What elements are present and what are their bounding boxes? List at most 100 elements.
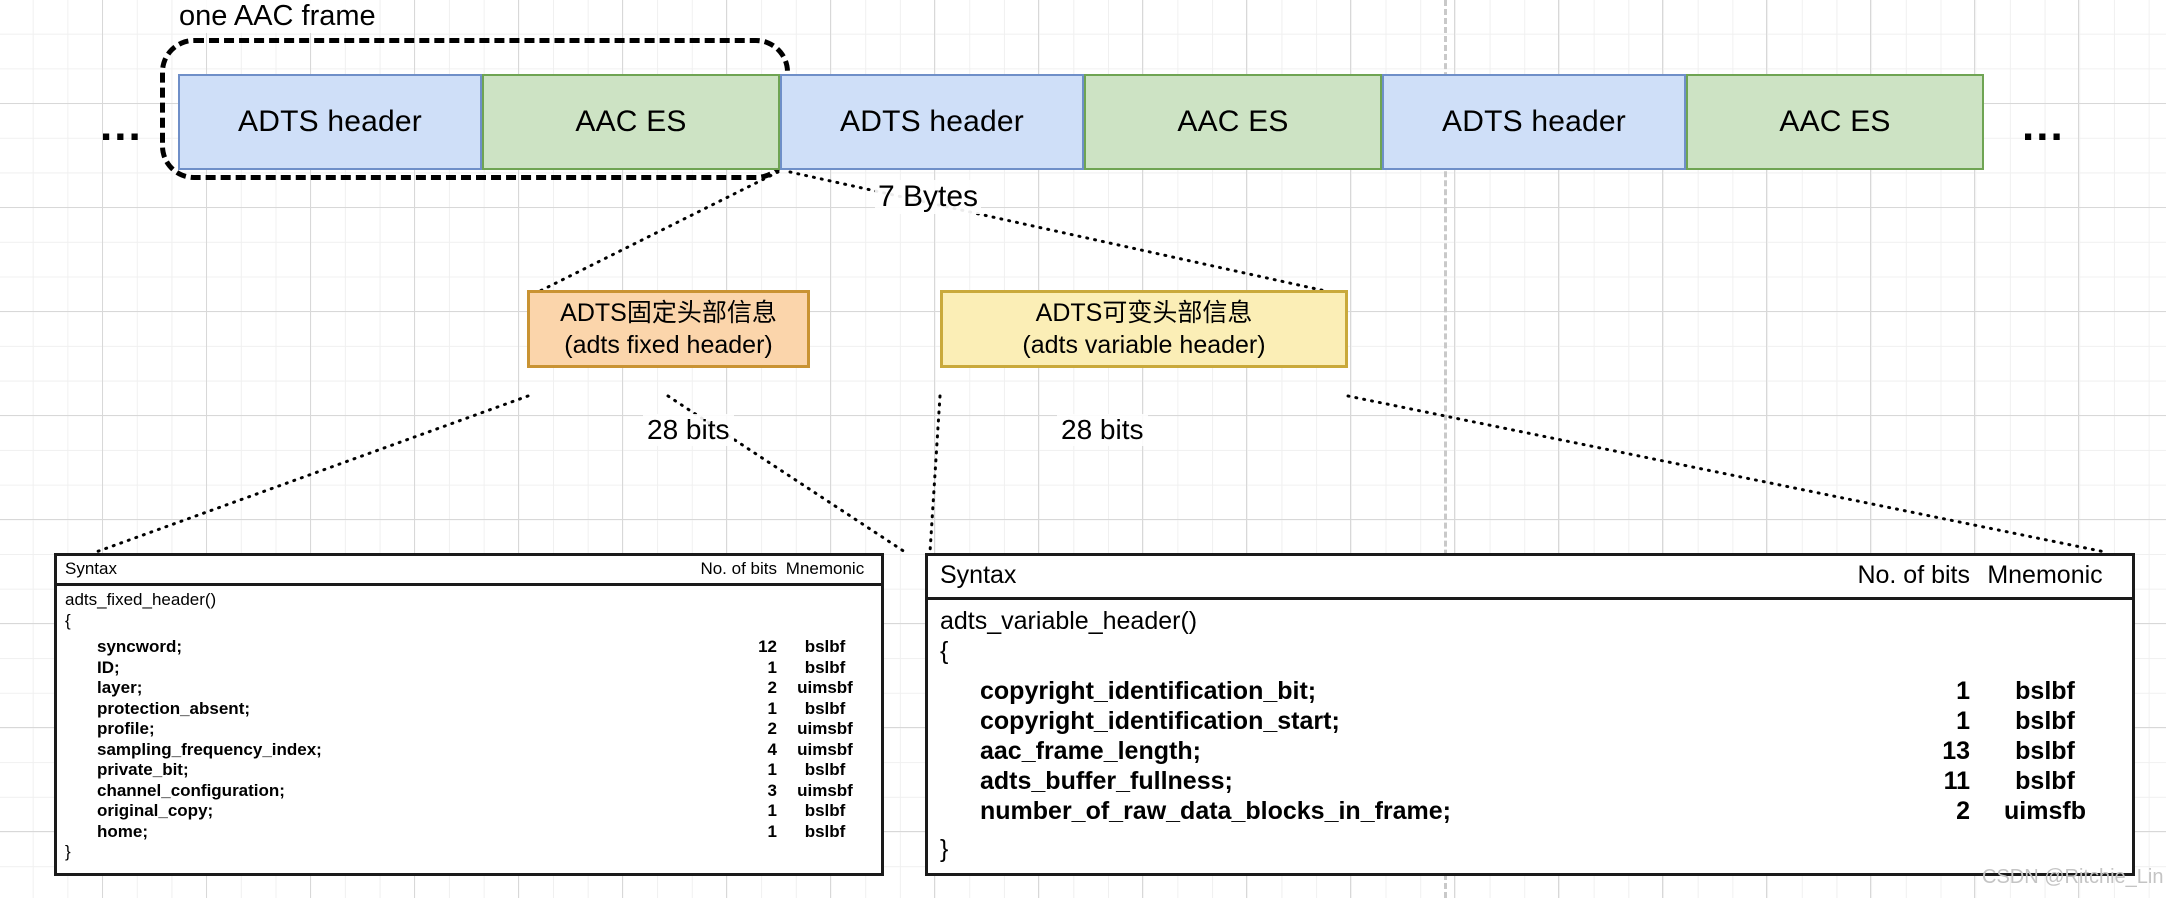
field-mnemonic: bslbf (804, 657, 846, 677)
field-name: ID; (97, 657, 120, 677)
adts-fixed-header-title-cn: ADTS固定头部信息 (560, 299, 777, 327)
field-name: channel_configuration; (97, 780, 285, 800)
table-body: adts_variable_header() { copyright_ident… (928, 600, 2132, 873)
table-row: layer; 2 uimsbf (65, 678, 873, 699)
open-brace: { (940, 637, 949, 665)
field-bits: 4 (767, 739, 777, 759)
strip-block-label: AAC ES (575, 105, 687, 138)
column-header-bits: No. of bits (1857, 561, 1970, 589)
field-bits: 1 (767, 698, 777, 718)
field-bits: 2 (767, 719, 777, 738)
field-name: adts_buffer_fullness; (980, 767, 1233, 795)
table-row-close-brace: } (940, 834, 2120, 864)
right-ellipsis: ... (2022, 101, 2065, 150)
strip-block-adts-header-1: ADTS header (178, 74, 482, 170)
strip-block-label: ADTS header (238, 105, 422, 138)
field-mnemonic: bslbf (2015, 737, 2075, 765)
table-row: private_bit; 1 bslbf (65, 760, 873, 781)
field-bits: 11 (1943, 767, 1970, 795)
table-row: copyright_identification_start; 1 bslbf (940, 706, 2120, 736)
table-row-open-brace: { (940, 636, 2120, 666)
field-name: sampling_frequency_index; (97, 739, 322, 759)
adts-fixed-header-box: ADTS固定头部信息 (adts fixed header) (527, 290, 810, 368)
table-row-spacer (940, 826, 2120, 834)
strip-block-aac-es-3: AAC ES (1686, 74, 1984, 170)
table-row: channel_configuration; 3 uimsbf (65, 781, 873, 802)
table-row: original_copy; 1 bslbf (65, 801, 873, 822)
strip-block-label: ADTS header (840, 105, 1024, 138)
adts-fixed-header-table: Syntax No. of bits Mnemonic adts_fixed_h… (54, 553, 884, 876)
column-header-bits: No. of bits (700, 559, 777, 578)
function-declaration: adts_fixed_header() (65, 590, 217, 609)
field-bits: 1 (767, 657, 777, 677)
table-row-open-brace: { (65, 611, 873, 632)
strip-block-label: ADTS header (1442, 105, 1626, 138)
table-row: copyright_identification_bit; 1 bslbf (940, 676, 2120, 706)
field-name: aac_frame_length; (980, 737, 1201, 765)
watermark: CSDN @Ritchie_Lin (1982, 866, 2164, 888)
table-row: syncword; 12 bslbf (65, 637, 873, 658)
field-bits: 1 (767, 760, 777, 779)
field-mnemonic: uimsbf (797, 739, 853, 759)
table-row-declaration: adts_variable_header() (940, 606, 2120, 636)
adts-variable-header-table: Syntax No. of bits Mnemonic adts_variabl… (925, 553, 2135, 876)
table-header-row: Syntax No. of bits Mnemonic (928, 556, 2132, 600)
table-row: ID; 1 bslbf (65, 658, 873, 679)
field-name: profile; (97, 719, 155, 738)
field-mnemonic: bslbf (804, 801, 846, 820)
strip-block-aac-es-2: AAC ES (1084, 74, 1382, 170)
left-ellipsis: ... (100, 101, 143, 150)
table-row: profile; 2 uimsbf (65, 719, 873, 740)
table-row: aac_frame_length; 13 bslbf (940, 736, 2120, 766)
close-brace: } (940, 835, 949, 863)
variable-header-bits-label: 28 bits (1057, 414, 1148, 446)
field-bits: 12 (758, 637, 777, 656)
table-body: adts_fixed_header() { syncword; 12 bslbf… (57, 586, 881, 869)
table-row-spacer (940, 666, 2120, 676)
header-size-label: 7 Bytes (875, 180, 982, 214)
function-declaration: adts_variable_header() (940, 607, 1198, 635)
field-mnemonic: bslbf (2015, 677, 2075, 705)
strip-block-aac-es-1: AAC ES (482, 74, 780, 170)
field-mnemonic: bslbf (804, 760, 846, 779)
field-name: number_of_raw_data_blocks_in_frame; (980, 797, 1452, 825)
table-header-row: Syntax No. of bits Mnemonic (57, 556, 881, 586)
table-row: sampling_frequency_index; 4 uimsbf (65, 740, 873, 761)
field-bits: 2 (1956, 797, 1970, 825)
field-mnemonic: uimsbf (797, 719, 853, 738)
field-name: syncword; (97, 637, 183, 656)
adts-fixed-header-title-en: (adts fixed header) (564, 331, 773, 359)
column-header-syntax: Syntax (65, 559, 117, 578)
field-mnemonic: bslbf (804, 821, 846, 841)
column-header-mnemonic: Mnemonic (1987, 561, 2103, 589)
column-header-syntax: Syntax (940, 561, 1017, 589)
field-mnemonic: uimsfb (2004, 797, 2086, 825)
field-mnemonic: uimsbf (797, 780, 853, 800)
strip-block-label: AAC ES (1779, 105, 1891, 138)
field-name: home; (97, 821, 148, 841)
column-header-mnemonic: Mnemonic (785, 559, 865, 578)
field-name: copyright_identification_start; (980, 707, 1340, 735)
table-row-declaration: adts_fixed_header() (65, 590, 873, 611)
field-bits: 1 (1956, 707, 1970, 735)
field-bits: 1 (767, 801, 777, 820)
fixed-header-bits-label: 28 bits (643, 414, 734, 446)
field-mnemonic: bslbf (2015, 707, 2075, 735)
strip-block-adts-header-2: ADTS header (780, 74, 1084, 170)
adts-variable-header-box: ADTS可变头部信息 (adts variable header) (940, 290, 1348, 368)
one-aac-frame-caption: one AAC frame (176, 0, 379, 33)
table-row: number_of_raw_data_blocks_in_frame; 2 ui… (940, 796, 2120, 826)
field-name: layer; (97, 678, 143, 697)
field-name: copyright_identification_bit; (980, 677, 1317, 705)
adts-variable-header-title-en: (adts variable header) (1022, 331, 1266, 359)
field-mnemonic: bslbf (2015, 767, 2075, 795)
field-bits: 2 (767, 678, 777, 697)
field-name: original_copy; (97, 801, 214, 820)
close-brace: } (65, 842, 71, 861)
field-bits: 1 (767, 821, 777, 841)
table-row: home; 1 bslbf (65, 822, 873, 843)
strip-block-label: AAC ES (1177, 105, 1289, 138)
table-row-close-brace: } (65, 842, 873, 863)
field-name: protection_absent; (97, 698, 251, 718)
adts-variable-header-title-cn: ADTS可变头部信息 (1035, 299, 1253, 327)
